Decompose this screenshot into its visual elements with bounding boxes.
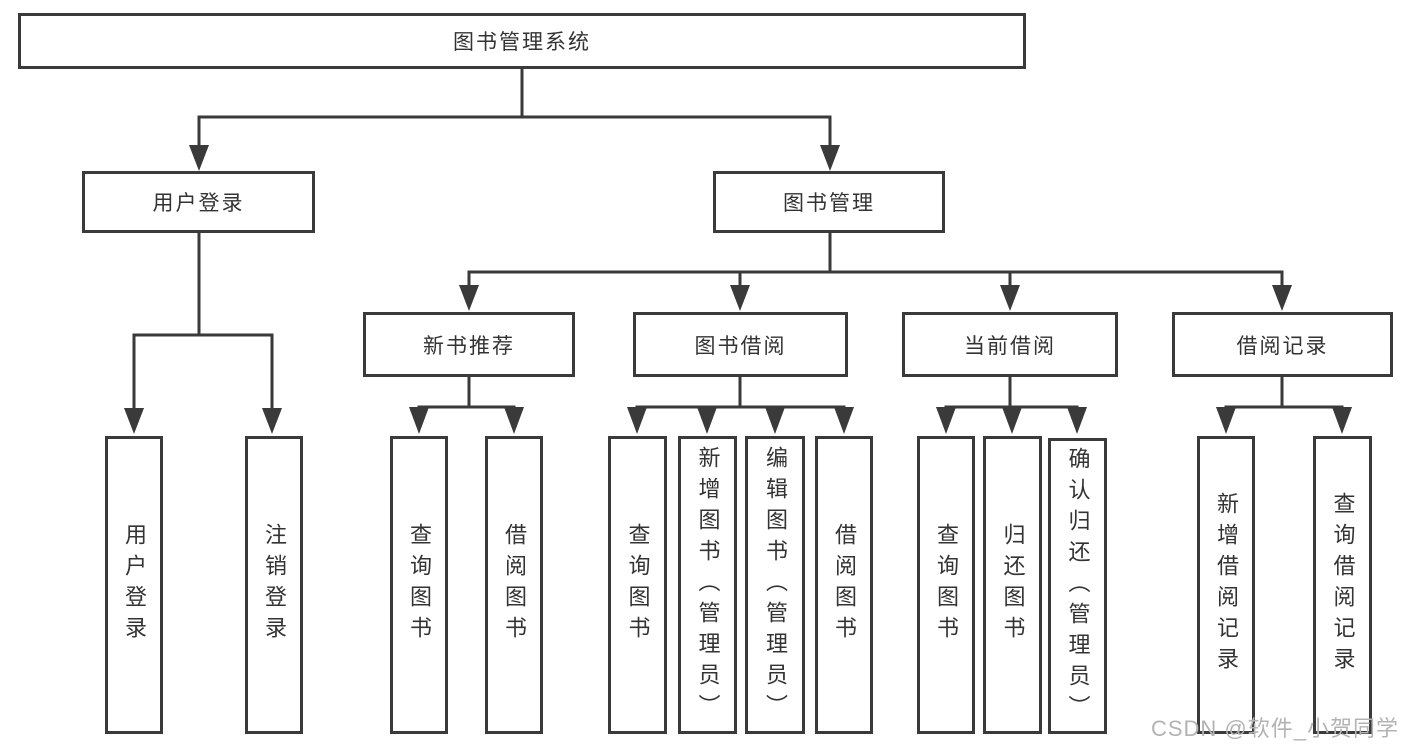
node-user-login: 用户登录 xyxy=(82,171,315,233)
node-borrow-records: 借阅记录 xyxy=(1172,312,1393,377)
leaf-confirm-return-admin: 确认归还（管理员） xyxy=(1048,438,1107,734)
arrowhead-down-icon xyxy=(820,145,840,171)
leaf-borrow-books-recommend-label: 借阅图书 xyxy=(502,523,527,647)
leaf-logout-label: 注销登录 xyxy=(262,523,287,647)
arrowhead-down-icon xyxy=(1000,285,1020,311)
node-book-borrow-label: 图书借阅 xyxy=(694,334,787,358)
leaf-query-books-borrow-label: 查询图书 xyxy=(625,523,651,647)
arrowhead-down-icon xyxy=(1067,407,1087,434)
leaf-query-books-current-label: 查询图书 xyxy=(934,523,959,647)
arrowheads-recommend-group xyxy=(409,407,524,434)
arrowhead-down-icon xyxy=(459,285,479,311)
leaf-logout: 注销登录 xyxy=(245,436,303,734)
node-current-borrow-label: 当前借阅 xyxy=(964,334,1056,358)
connector-borrow-group xyxy=(635,377,846,409)
arrowhead-down-icon xyxy=(1002,407,1022,434)
arrowheads-user-login-group xyxy=(124,408,282,434)
leaf-add-borrow-record-label: 新增借阅记录 xyxy=(1214,492,1239,678)
leaf-add-books-admin-label: 新增图书（管理员） xyxy=(695,445,721,725)
arrowheads-current-group xyxy=(936,407,1087,434)
arrowhead-down-icon xyxy=(124,408,144,434)
leaf-edit-books-admin-label: 编辑图书（管理员） xyxy=(763,445,788,725)
leaf-return-books-label: 归还图书 xyxy=(1000,523,1026,647)
node-root-label: 图书管理系统 xyxy=(453,31,591,54)
arrowhead-down-icon xyxy=(627,407,647,434)
node-book-borrow: 图书借阅 xyxy=(633,312,848,377)
arrowhead-down-icon xyxy=(765,407,785,434)
arrowheads-borrow-group xyxy=(627,407,854,434)
arrowhead-down-icon xyxy=(189,145,209,171)
connector-recommend-group xyxy=(417,377,516,409)
leaf-borrow-books-recommend: 借阅图书 xyxy=(485,436,543,734)
connector-root-group xyxy=(197,69,832,148)
node-current-borrow: 当前借阅 xyxy=(902,312,1118,377)
leaf-query-books-recommend-label: 查询图书 xyxy=(407,523,432,647)
arrowhead-down-icon xyxy=(697,407,717,434)
node-new-book-recommend: 新书推荐 xyxy=(363,312,575,377)
connector-current-group xyxy=(944,377,1079,409)
arrowhead-down-icon xyxy=(936,407,956,434)
connector-user-login-group xyxy=(132,233,274,411)
arrowhead-down-icon xyxy=(834,407,854,434)
arrowhead-down-icon xyxy=(1216,407,1236,434)
arrowhead-down-icon xyxy=(1332,407,1352,434)
arrowheads-records-group xyxy=(1216,407,1352,434)
leaf-query-books-current: 查询图书 xyxy=(917,436,975,734)
node-book-management: 图书管理 xyxy=(713,171,945,233)
leaf-borrow-books-label: 借阅图书 xyxy=(832,523,857,647)
arrowhead-down-icon xyxy=(504,407,524,434)
node-root-system: 图书管理系统 xyxy=(18,13,1026,69)
leaf-user-login-label: 用户登录 xyxy=(122,523,147,647)
leaf-query-books-recommend: 查询图书 xyxy=(390,436,448,734)
arrowhead-down-icon xyxy=(730,285,750,311)
node-user-login-label: 用户登录 xyxy=(152,192,245,215)
leaf-borrow-books: 借阅图书 xyxy=(815,436,873,734)
leaf-user-login: 用户登录 xyxy=(105,436,163,734)
leaf-query-borrow-record: 查询借阅记录 xyxy=(1313,436,1372,734)
node-book-management-label: 图书管理 xyxy=(783,192,875,215)
leaf-add-books-admin: 新增图书（管理员） xyxy=(678,436,737,734)
leaf-query-borrow-record-label: 查询借阅记录 xyxy=(1330,492,1356,678)
arrowhead-down-icon xyxy=(409,407,429,434)
csdn-watermark: CSDN @软件_小贺同学 xyxy=(1150,716,1399,741)
arrowhead-down-icon xyxy=(1272,285,1292,311)
arrowheads-root-group xyxy=(189,145,840,171)
leaf-add-borrow-record: 新增借阅记录 xyxy=(1197,436,1255,734)
leaf-query-books-borrow: 查询图书 xyxy=(608,436,667,734)
leaf-confirm-return-admin-label: 确认归还（管理员） xyxy=(1065,446,1091,726)
leaf-edit-books-admin: 编辑图书（管理员） xyxy=(745,436,805,734)
connector-records-group xyxy=(1224,377,1344,409)
arrowheads-book-mgmt-group xyxy=(459,285,1292,311)
node-borrow-records-label: 借阅记录 xyxy=(1236,334,1329,358)
node-new-book-recommend-label: 新书推荐 xyxy=(423,334,515,358)
arrowhead-down-icon xyxy=(262,408,282,434)
leaf-return-books: 归还图书 xyxy=(983,436,1042,734)
connector-book-mgmt-group xyxy=(467,233,1284,288)
